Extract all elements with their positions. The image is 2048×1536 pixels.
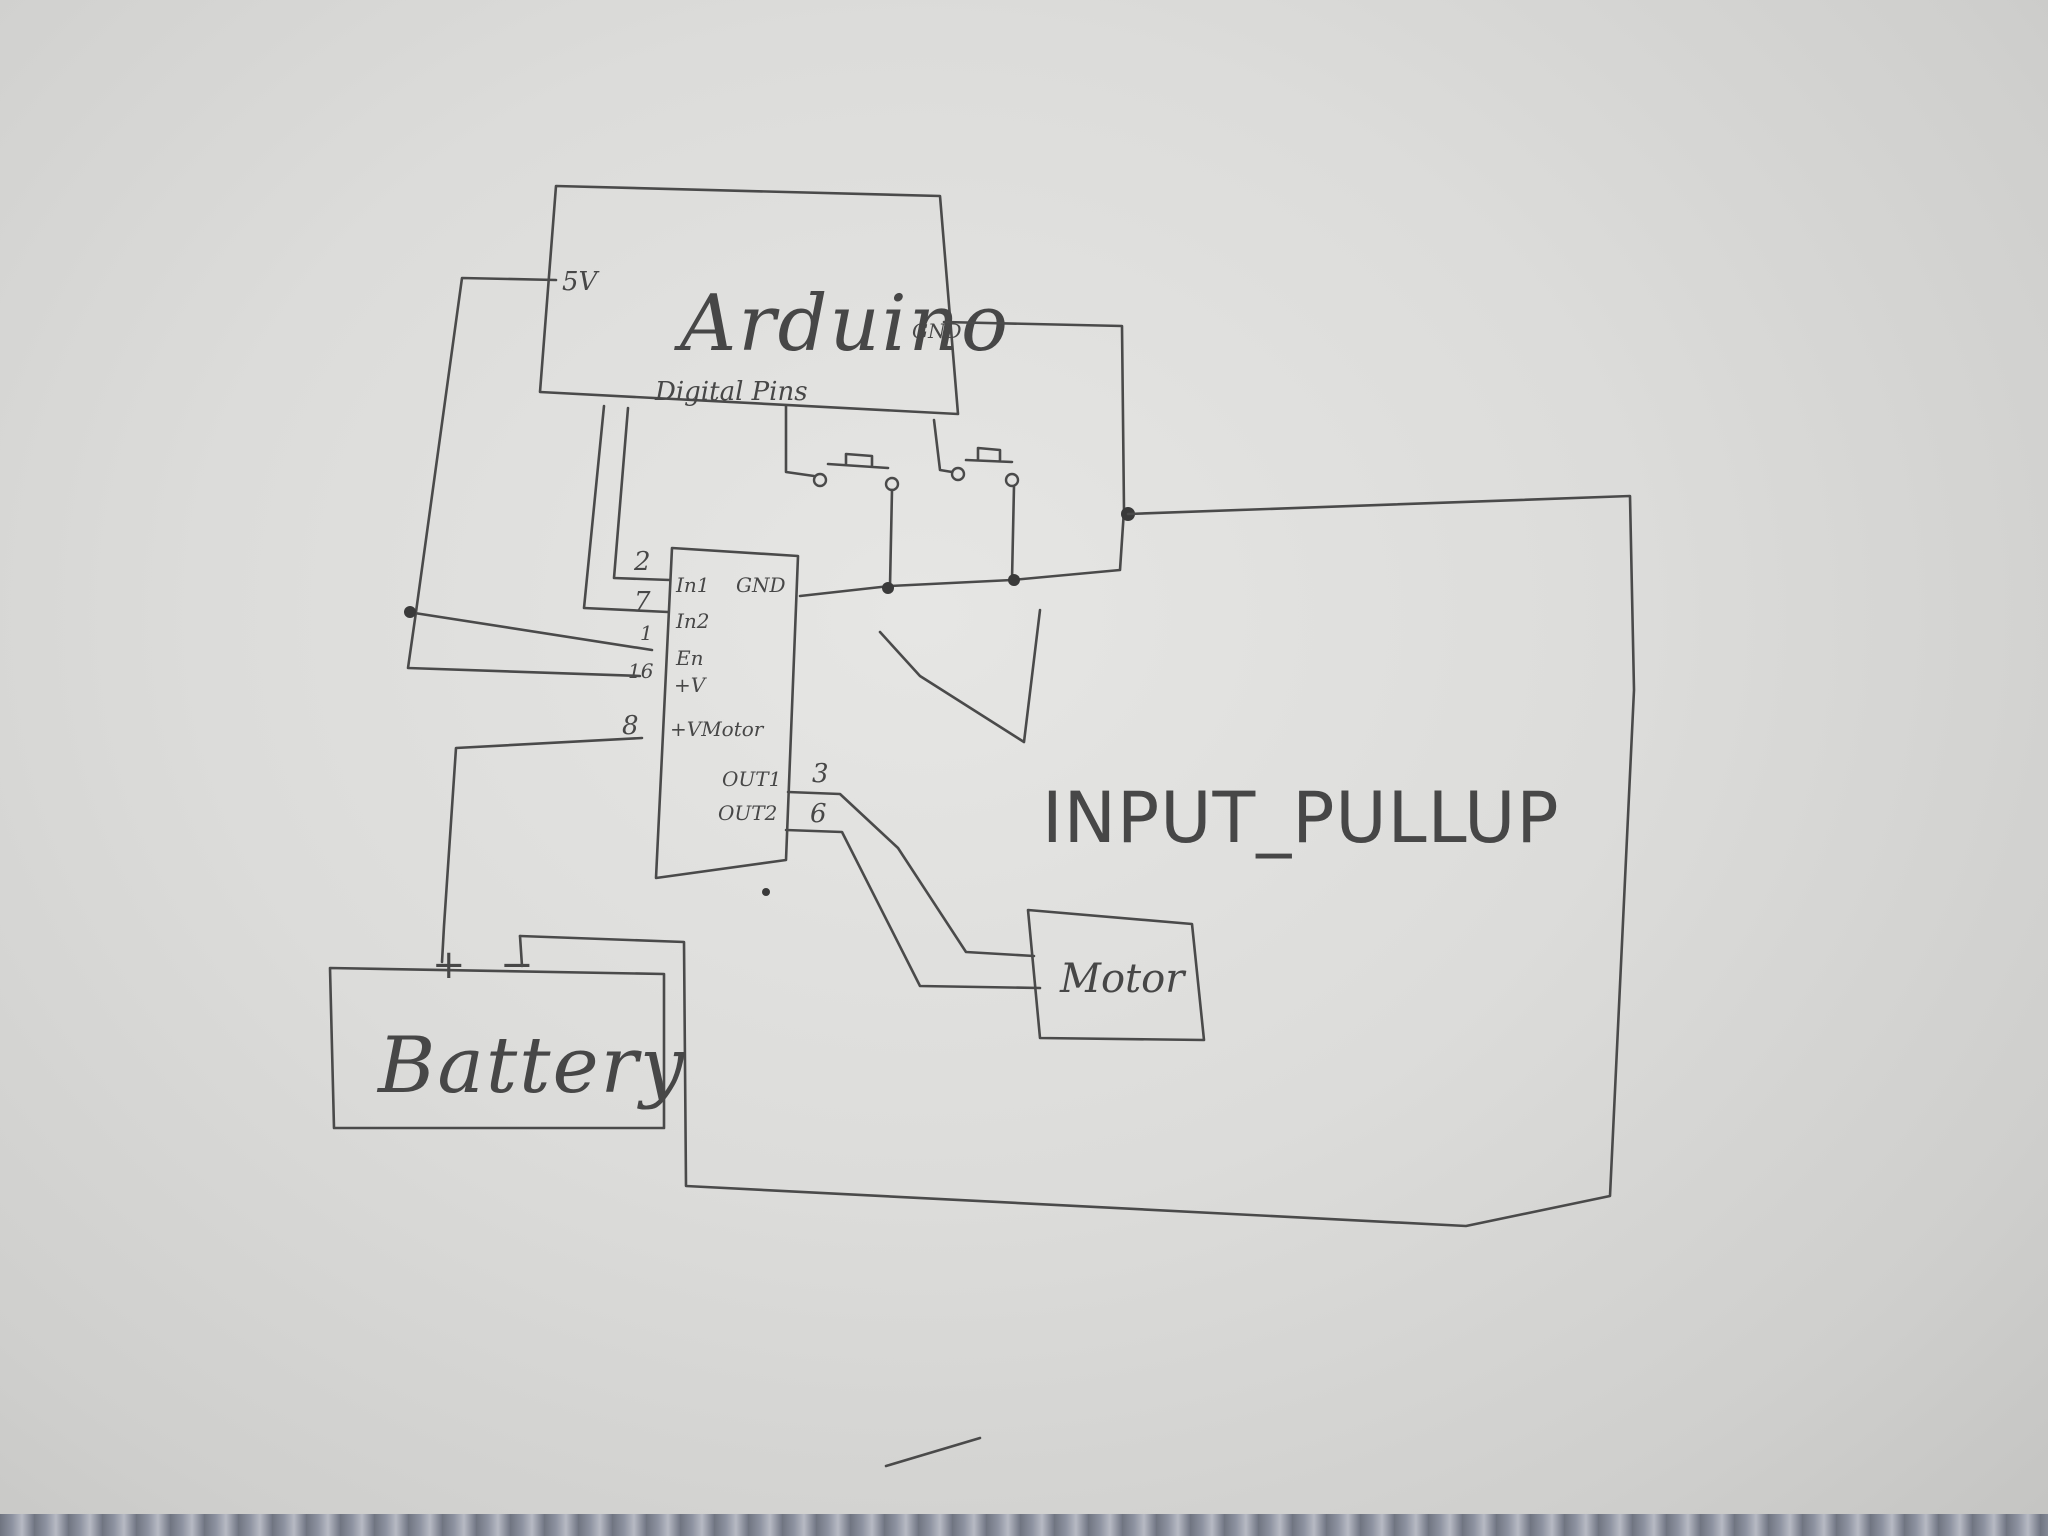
junction-gnd-2 [1008, 574, 1020, 586]
arduino-box [538, 184, 960, 416]
wire-button2-gnd [1010, 484, 1016, 582]
button1-contact-b [884, 476, 900, 492]
desk-surface [0, 1514, 2048, 1536]
pin-1-label: 1 [640, 621, 653, 645]
stray-pen-mark [884, 1436, 982, 1468]
arduino-label: Arduino [674, 279, 1010, 369]
driver-chip-box [654, 546, 800, 880]
button2-actuator [964, 446, 1014, 464]
pin-16-label: 16 [628, 659, 654, 683]
wire-button1-pin [784, 404, 816, 478]
chip-out2-label: OUT2 [718, 801, 777, 825]
chip-vmotor-label: +VMotor [670, 717, 765, 741]
button2-contact-a [950, 466, 966, 482]
pin-3-label: 3 [812, 759, 829, 789]
wire-battery-minus [518, 934, 524, 968]
chip-v-label: +V [674, 673, 708, 697]
button2-contact-b [1004, 472, 1020, 488]
ink-dot [762, 888, 770, 896]
battery-label: Battery [376, 1021, 686, 1111]
chip-en-label: En [675, 646, 703, 670]
motor-label: Motor [1059, 956, 1187, 1002]
chip-in2-label: In2 [675, 609, 710, 633]
pullup-pointer [878, 608, 1042, 744]
chip-out1-label: OUT1 [722, 767, 781, 791]
battery-plus-label: + [432, 942, 466, 988]
wire-en-link [406, 610, 654, 652]
five-v-label: 5V [562, 267, 600, 297]
junction-5v [404, 606, 416, 618]
wire-out2 [784, 828, 1042, 990]
wire-pin2 [612, 406, 672, 582]
motor-box [1026, 908, 1206, 1042]
chip-in1-label: In1 [675, 573, 710, 597]
wire-pin7 [582, 404, 670, 614]
battery-minus-label: − [500, 942, 534, 988]
wire-out1 [786, 790, 1036, 958]
junction-gnd-1 [882, 582, 894, 594]
button1-actuator [826, 452, 890, 470]
wire-button2-pin [932, 418, 954, 474]
chip-gnd-label: GND [736, 573, 786, 597]
wire-gnd-loop [518, 494, 1636, 1228]
pin-6-label: 6 [810, 799, 827, 829]
pin-8-label: 8 [622, 711, 639, 741]
pin-7-label: 7 [634, 587, 651, 617]
battery-box [328, 966, 666, 1130]
button1-contact-a [812, 472, 828, 488]
input-pullup-label: INPUT_PULLUP [1042, 777, 1560, 859]
pin-2-label: 2 [633, 547, 651, 577]
digital-pins-label: Digital Pins [654, 377, 808, 407]
wire-button1-gnd [888, 488, 894, 588]
wire-vmotor [440, 736, 644, 964]
